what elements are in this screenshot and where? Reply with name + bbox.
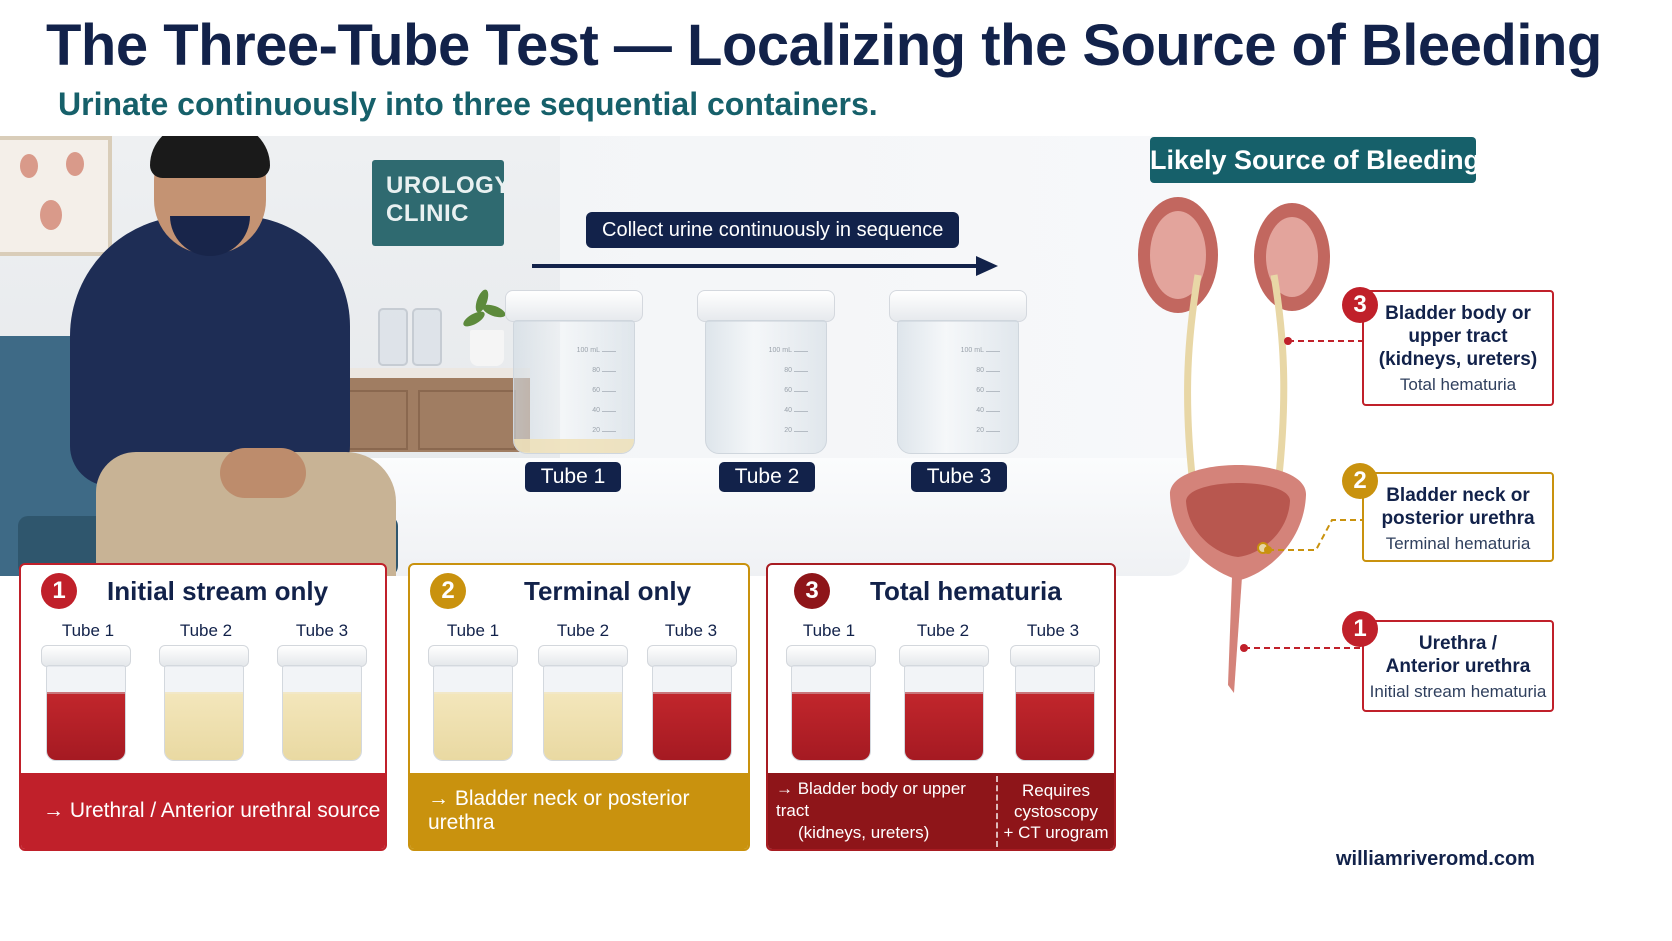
patient-shirt: [70, 216, 350, 486]
sample-cup-3: 100 mL 80 60 40 20: [889, 290, 1027, 456]
cup-label: Tube 2: [556, 621, 610, 640]
panel-result: → Bladder neck or posterior urethra: [410, 773, 748, 849]
panel-title: Initial stream only: [107, 575, 329, 606]
panel-heading: 3 Total hematuria: [794, 573, 1062, 609]
right-ureter: [1270, 274, 1288, 486]
sign-line-2: CLINIC: [386, 200, 469, 227]
source-box-upper-tract: Bladder body or upper tract (kidneys, ur…: [1362, 290, 1554, 406]
workup-note: Requires cystoscopy + CT urogram: [996, 775, 1114, 847]
cup-label: Tube 1: [446, 621, 500, 640]
connector-lines: [1240, 337, 1362, 652]
likely-source-heading: Likely Source of Bleeding: [1150, 137, 1480, 183]
cup-label: Tube 1: [802, 621, 856, 640]
panel-heading: 2 Terminal only: [430, 573, 691, 609]
scenario-panel-initial: 1 Initial stream only Tube 1 Tube 2 Tube…: [19, 563, 387, 851]
sample-cup: [786, 645, 876, 761]
clear-urine-fill: [283, 692, 361, 760]
sample-cup: [1010, 645, 1100, 761]
sequence-arrow-icon: [532, 256, 998, 276]
urology-clinic-sign: UROLOGY CLINIC: [372, 160, 511, 246]
result-text: → Bladder body or upper tract (kidneys, …: [776, 779, 966, 842]
sign-line-1: UROLOGY: [386, 172, 511, 199]
tube-label-2: Tube 2: [719, 462, 815, 492]
number-badge: 3: [794, 573, 830, 609]
blood-fill: [792, 692, 870, 760]
number-badge: 2: [430, 573, 466, 609]
sample-cup-2: 100 mL 80 60 40 20: [697, 290, 835, 456]
cup-label: Tube 3: [664, 621, 718, 640]
cup-label: Tube 1: [61, 621, 115, 640]
blood-fill: [905, 692, 983, 760]
sample-cup: [159, 645, 249, 761]
cup-label: Tube 2: [179, 621, 233, 640]
urinary-tract-illustration: [1138, 197, 1330, 693]
cup-label: Tube 3: [295, 621, 349, 640]
clear-urine-fill: [165, 692, 243, 760]
sample-cup-1: 100 mL 80 60 40 20: [505, 290, 643, 456]
sample-cup: [538, 645, 628, 761]
source-box-bladder-neck: Bladder neck or posterior urethra Termin…: [1362, 472, 1554, 562]
clear-urine-fill: [544, 692, 622, 760]
plant-pot: [470, 330, 504, 366]
source-box-urethra: Urethra / Anterior urethra Initial strea…: [1362, 620, 1554, 712]
panel-heading: 1 Initial stream only: [41, 573, 328, 609]
clear-urine-fill: [434, 692, 512, 760]
page-title: The Three-Tube Test — Localizing the Sou…: [46, 13, 1602, 78]
sample-cup: [277, 645, 367, 761]
sample-cup: [899, 645, 989, 761]
panel-result: → Urethral / Anterior urethral source: [21, 773, 385, 849]
patient-hands: [220, 448, 306, 498]
tube-label-1: Tube 1: [525, 462, 621, 492]
patient-hair: [150, 136, 270, 178]
panel-title: Terminal only: [524, 575, 692, 606]
page-subtitle: Urinate continuously into three sequenti…: [58, 86, 878, 122]
blood-fill: [1016, 692, 1094, 760]
panel-result: → Bladder body or upper tract (kidneys, …: [768, 773, 1114, 849]
urethra: [1228, 577, 1242, 693]
blood-fill: [653, 692, 731, 760]
left-ureter: [1184, 274, 1202, 486]
sample-cup: [41, 645, 131, 761]
sample-cup: [647, 645, 737, 761]
panel-title: Total hematuria: [870, 575, 1062, 606]
scenario-panel-total: 3 Total hematuria Tube 1 Tube 2 Tube 3 →…: [766, 563, 1116, 851]
anatomy-poster: [0, 136, 112, 256]
supply-jar: [378, 308, 408, 366]
scenario-panel-terminal: 2 Terminal only Tube 1 Tube 2 Tube 3 → B…: [408, 563, 750, 851]
site-credit: williamriveromd.com: [1336, 848, 1535, 870]
blood-fill: [47, 692, 125, 760]
number-badge: 1: [41, 573, 77, 609]
clinic-photo: UROLOGY CLINIC Collect urine continuousl…: [0, 136, 1190, 576]
cup-label: Tube 3: [1026, 621, 1080, 640]
source-badge-1: 1: [1342, 611, 1378, 647]
source-badge-3: 3: [1342, 287, 1378, 323]
tube-label-3: Tube 3: [911, 462, 1007, 492]
sequence-label: Collect urine continuously in sequence: [586, 212, 960, 248]
cup-label: Tube 2: [916, 621, 970, 640]
sample-cup: [428, 645, 518, 761]
source-badge-2: 2: [1342, 463, 1378, 499]
supply-jar: [412, 308, 442, 366]
